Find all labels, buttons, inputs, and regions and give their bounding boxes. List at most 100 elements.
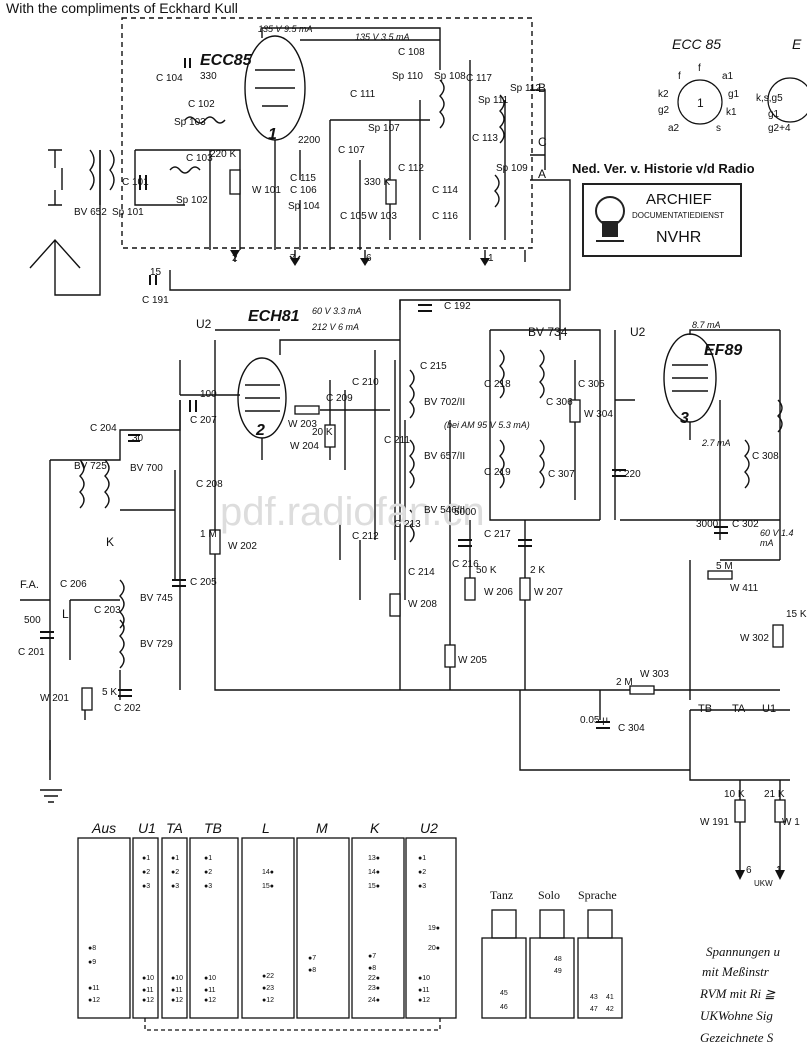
terminal-k: K	[106, 535, 115, 549]
label-w19x: W 1	[782, 817, 800, 828]
label-c306: C 306	[546, 397, 573, 408]
tone-button-solo	[529, 937, 575, 1019]
pinout-title-2: E	[792, 36, 802, 52]
svg-text:15●: 15●	[262, 883, 274, 890]
switch-header-0: Aus	[92, 820, 117, 836]
pin-g1b: g1	[768, 109, 780, 120]
label-c210: C 210	[352, 377, 379, 388]
label-c206: C 206	[60, 579, 87, 590]
svg-text:●8: ●8	[88, 945, 96, 952]
label-sp109: Sp 109	[496, 163, 528, 174]
voltage-5: 8.7 mA	[692, 320, 721, 330]
voltage-2: 135 V 3.5 mA	[355, 32, 410, 42]
label-u2a: U2	[196, 317, 212, 331]
value-3000-a: 3000	[696, 519, 719, 530]
svg-text:●1: ●1	[418, 855, 426, 862]
switch-header-3: TB	[204, 820, 222, 836]
label-bv700: BV 700	[130, 463, 163, 474]
antenna-symbol	[29, 150, 101, 296]
pin-g2: g2	[658, 105, 670, 116]
label-c217: C 217	[484, 529, 511, 540]
svg-text:●2: ●2	[204, 869, 212, 876]
svg-text:15●: 15●	[368, 883, 380, 890]
label-c108: C 108	[398, 47, 425, 58]
voltage-8: 60 V 1.4 mA	[760, 528, 794, 548]
switch-header-4: L	[262, 820, 270, 836]
label-w202: W 202	[228, 541, 257, 552]
nvhr-heading: Ned. Ver. v. Historie v/d Radio	[572, 161, 755, 176]
label-c112: C 112	[398, 163, 424, 174]
svg-text:●10: ●10	[204, 975, 216, 982]
label-r2200: 2200	[298, 135, 321, 146]
value-15k: 15 K	[786, 609, 807, 620]
svg-text:●3: ●3	[418, 883, 426, 890]
label-r330k: 330 K	[364, 177, 391, 188]
label-c220: C 220	[614, 469, 641, 480]
label-w191: W 191	[700, 817, 729, 828]
label-c192: C 192	[444, 301, 471, 312]
svg-text:●2: ●2	[142, 869, 150, 876]
label-c202: C 202	[114, 703, 141, 714]
label-w206: W 206	[484, 587, 513, 598]
label-bv729: BV 729	[140, 639, 173, 650]
svg-text:14●: 14●	[262, 869, 274, 876]
label-sp102: Sp 102	[176, 195, 208, 206]
resistor-w101	[229, 169, 241, 195]
coil-bv652	[89, 149, 101, 205]
pin-k1: k1	[726, 107, 737, 118]
svg-text:●3: ●3	[142, 883, 150, 890]
ground-7: 7	[290, 253, 296, 264]
archive-stamp: ARCHIEF DOCUMENTATIEDIENST NVHR	[582, 183, 742, 257]
stamp-title: ARCHIEF	[646, 191, 712, 208]
label-w411: W 411	[730, 583, 759, 594]
value-5000-a: 5000	[454, 507, 477, 518]
label-c204: C 204	[90, 423, 117, 434]
svg-text:20●: 20●	[428, 945, 440, 952]
resistor-w206	[464, 577, 476, 601]
credit-line: With the compliments of Eckhard Kull	[6, 0, 238, 16]
label-c102: C 102	[188, 99, 215, 110]
tone-pin-45: 45	[500, 990, 508, 997]
svg-text:24●: 24●	[368, 997, 380, 1004]
label-w302: W 302	[740, 633, 769, 644]
tone-pin-43: 43	[590, 994, 598, 1001]
resistor-w208	[389, 593, 401, 617]
output-6: 6	[746, 865, 752, 876]
voltage-7: (bei AM 95 V 5.3 mA)	[444, 420, 530, 430]
label-c114: C 114	[432, 185, 458, 196]
label-w304: W 304	[584, 409, 613, 420]
resistor-w202	[209, 529, 221, 555]
label-c209: C 209	[326, 393, 353, 404]
tone-label-solo: Solo	[538, 888, 561, 902]
label-w207: W 207	[534, 587, 563, 598]
svg-text:●7: ●7	[368, 953, 376, 960]
terminal-c: C	[538, 135, 547, 149]
value-5k: 5 K	[102, 687, 118, 698]
stamp-subtitle: DOCUMENTATIEDIENST	[632, 211, 725, 220]
label-c101: C 101	[122, 177, 149, 188]
label-w201: W 201	[40, 693, 69, 704]
label-c219: C 219	[484, 467, 511, 478]
pin-k2: k2	[658, 89, 669, 100]
label-c305: C 305	[578, 379, 605, 390]
label-c104: C 104	[156, 73, 183, 84]
switch-header-6: K	[370, 820, 380, 836]
label-c105: C 105	[340, 211, 367, 222]
label-ukw: UKW	[754, 879, 773, 888]
resistor-w411	[707, 570, 733, 580]
value-2k: 2 K	[530, 565, 546, 576]
label-bv546: BV 546/II	[424, 505, 466, 516]
label-w204: W 204	[290, 441, 319, 452]
tube-number-3: 3	[680, 410, 689, 427]
label-c208: C 208	[196, 479, 223, 490]
voltage-6: 2.7 mA	[702, 438, 731, 448]
label-c205: C 205	[190, 577, 217, 588]
switch-header-5: M	[316, 820, 328, 836]
svg-text:●22: ●22	[262, 973, 274, 980]
label-c113: C 113	[472, 133, 498, 144]
ground-1: 1	[488, 253, 494, 264]
tube-label-ecc85: ECC85	[200, 52, 252, 69]
coil-bv745	[119, 579, 125, 669]
label-c201: C 201	[18, 647, 45, 658]
svg-text:23●: 23●	[368, 985, 380, 992]
